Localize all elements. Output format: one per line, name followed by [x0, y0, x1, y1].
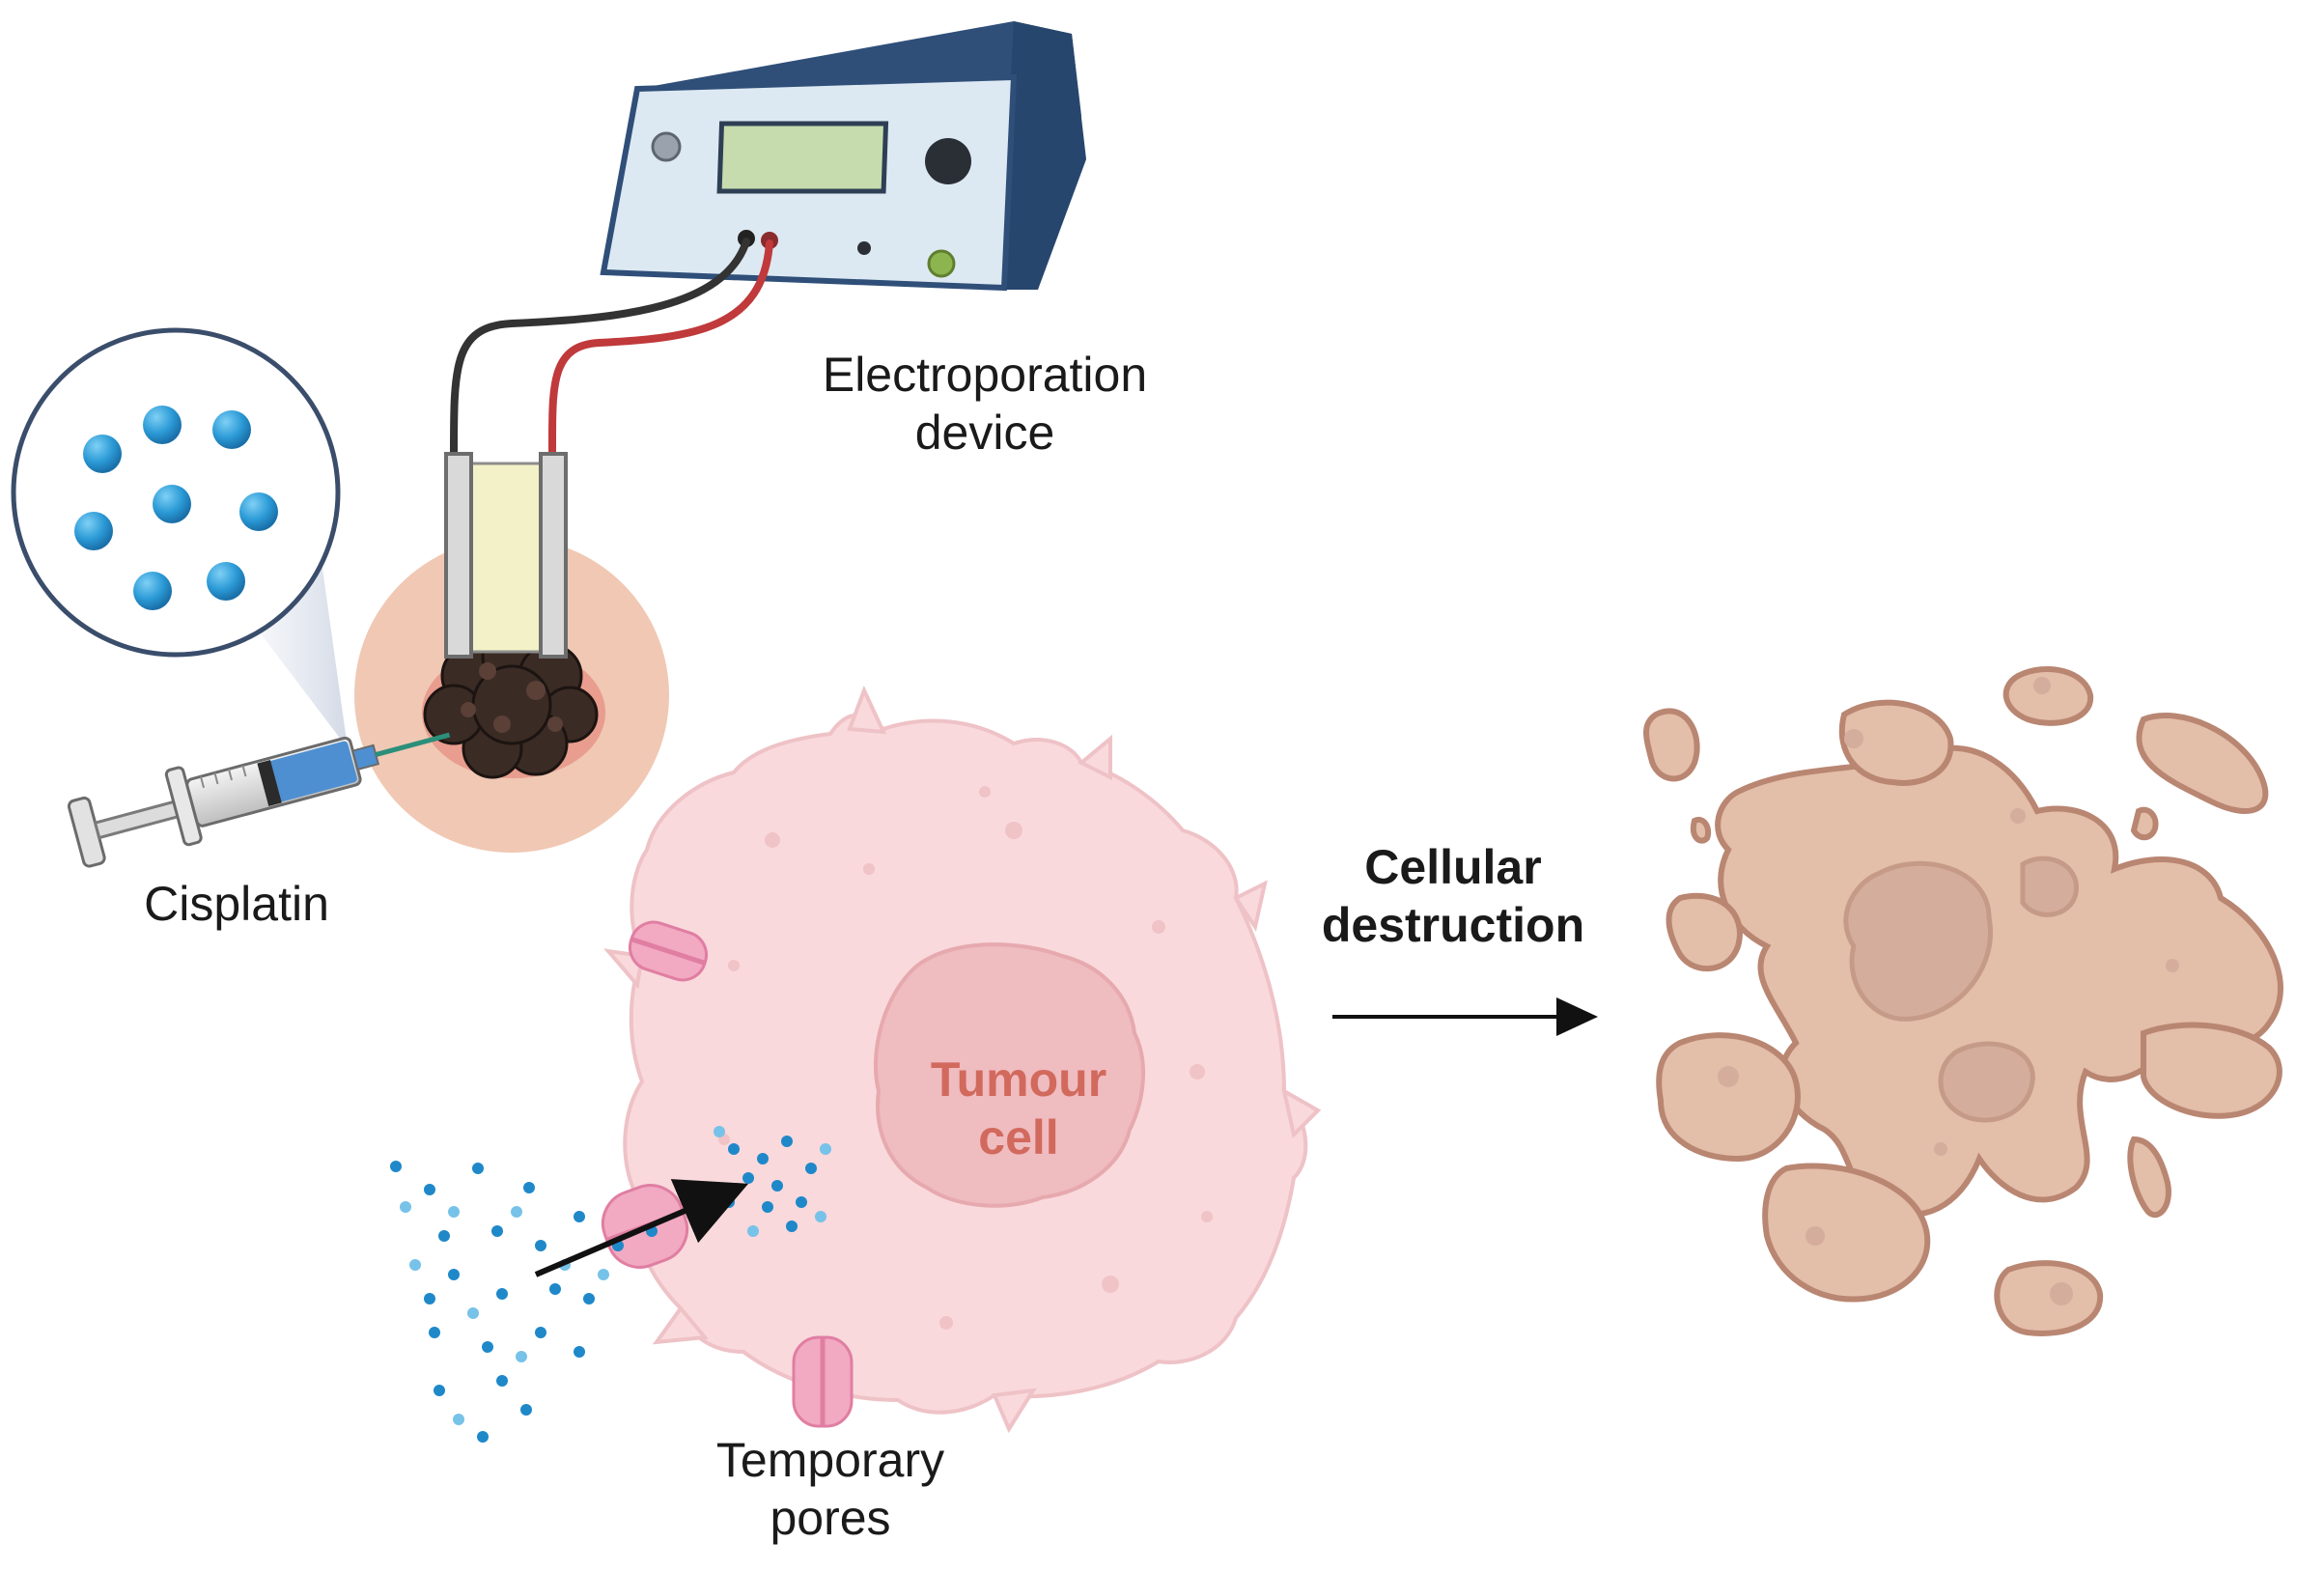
syringe-icon — [67, 732, 451, 868]
magnified-drug-circle-icon — [11, 327, 348, 748]
process-arrow — [1332, 997, 1598, 1036]
destroyed-cell-debris-icon — [1643, 666, 2283, 1336]
cisplatin-label-text: Cisplatin — [144, 877, 329, 931]
electrode-wires — [450, 238, 773, 458]
cellular-destruction-line2: destruction — [1321, 898, 1585, 952]
electroporation-label: Electroporation device — [772, 346, 1197, 462]
cellular-destruction-line1: Cellular — [1364, 840, 1542, 894]
cisplatin-label: Cisplatin — [106, 875, 367, 933]
drug-particles — [390, 1126, 831, 1443]
cellular-destruction-label: Cellular destruction — [1284, 838, 1622, 954]
electroporation-label-line2: device — [914, 406, 1055, 460]
electroporation-device-icon — [600, 21, 1086, 292]
tumour-cell-line1: Tumour — [930, 1052, 1107, 1107]
electrode-pair-icon — [444, 452, 568, 659]
temporary-pores-line2: pores — [770, 1491, 891, 1545]
temporary-pores-label: Temporary pores — [657, 1431, 1004, 1547]
electroporation-label-line1: Electroporation — [822, 348, 1148, 402]
tumour-cell-icon — [603, 685, 1322, 1434]
drug-influx-arrow — [534, 1179, 749, 1277]
tumour-cell-label: Tumour cell — [888, 1051, 1149, 1166]
temporary-pores-line1: Temporary — [715, 1433, 945, 1487]
pore-icon — [792, 1335, 854, 1428]
pore-icon — [628, 920, 709, 982]
tumour-cell-line2: cell — [978, 1110, 1059, 1164]
